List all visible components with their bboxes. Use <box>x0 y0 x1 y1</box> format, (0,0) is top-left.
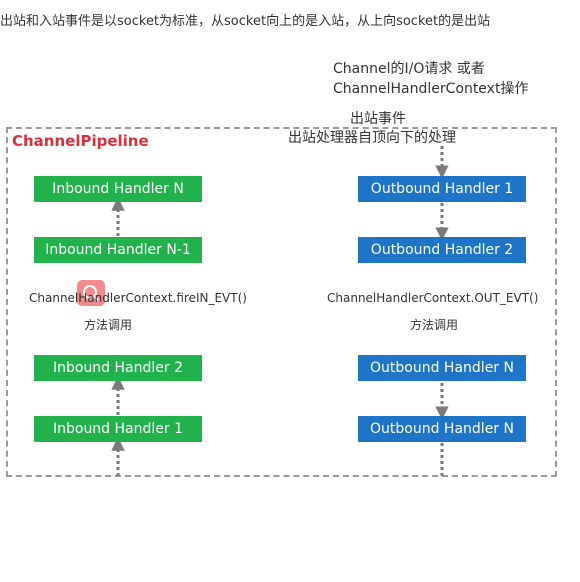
outbound-method-label: ChannelHandlerContext.OUT_EVT() <box>327 291 539 305</box>
channel-pipeline-frame <box>6 127 557 477</box>
outbound-handler-1: Outbound Handler 1 <box>358 176 526 202</box>
description-caption: 出站和入站事件是以socket为标准，从socket向上的是入站，从上向sock… <box>0 14 491 29</box>
inbound-method-label: ChannelHandlerContext.fireIN_EVT() <box>29 291 247 305</box>
search-icon[interactable] <box>77 280 105 306</box>
outbound-call-label: 方法调用 <box>410 318 459 332</box>
magnifier-glyph <box>83 285 99 301</box>
outbound-event-label-line1: 出站事件 <box>350 111 406 127</box>
outbound-event-label-line2: 出站处理器自顶向下的处理 <box>288 127 488 147</box>
outbound-handler-2: Outbound Handler 2 <box>358 237 526 263</box>
io-request-label-line1: Channel的I/O请求 或者 <box>333 61 485 77</box>
inbound-handler-1: Inbound Handler 1 <box>34 416 202 442</box>
outbound-handler-n-lower: Outbound Handler N <box>358 416 526 442</box>
inbound-call-label: 方法调用 <box>84 318 133 332</box>
inbound-handler-2: Inbound Handler 2 <box>34 355 202 381</box>
outbound-handler-n-upper: Outbound Handler N <box>358 355 526 381</box>
inbound-handler-n-1: Inbound Handler N-1 <box>34 237 202 263</box>
pipeline-title: ChannelPipeline <box>12 132 149 150</box>
inbound-handler-n: Inbound Handler N <box>34 176 202 202</box>
io-request-label-line2: ChannelHandlerContext操作 <box>333 81 529 97</box>
